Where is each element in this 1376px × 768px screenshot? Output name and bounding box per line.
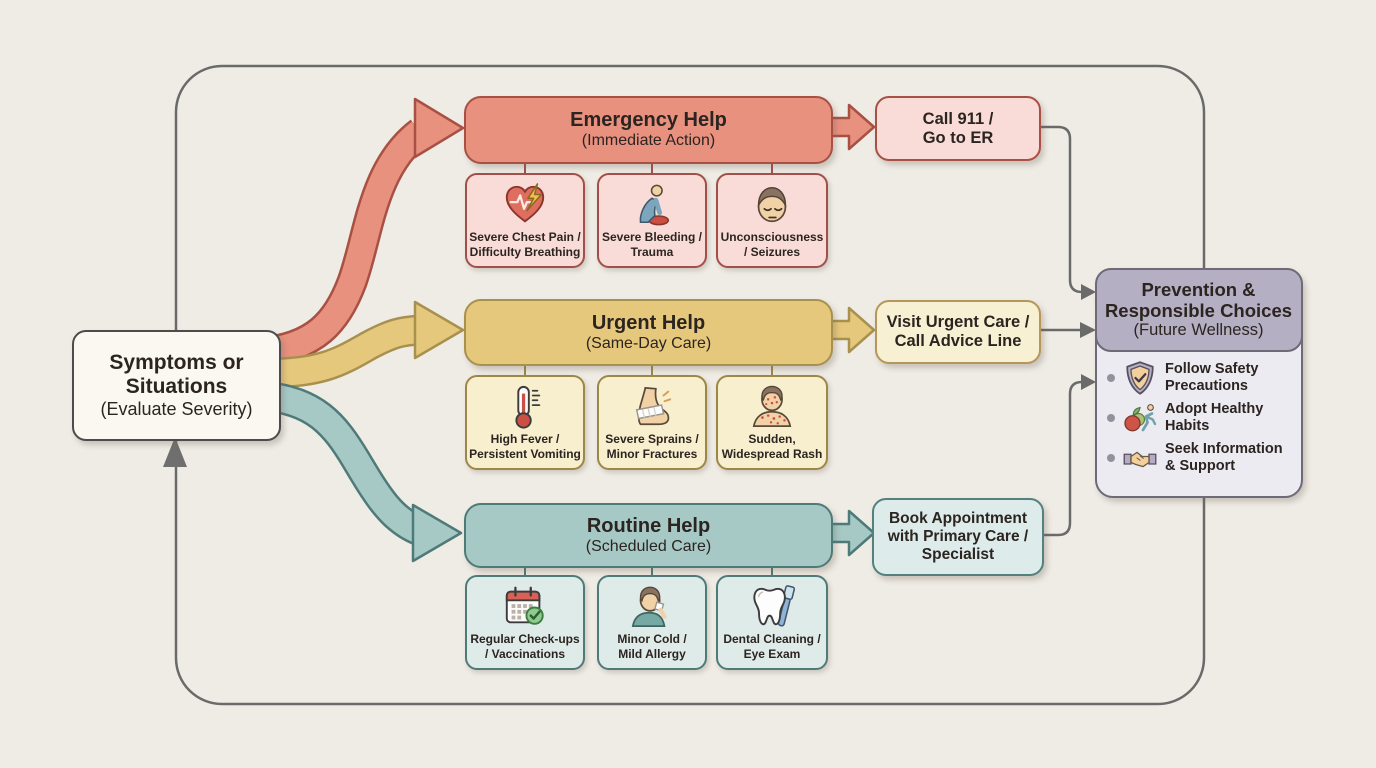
routine-action-node: Book Appointment with Primary Care / Spe… bbox=[872, 498, 1044, 576]
symptom-label: Unconsciousness / Seizures bbox=[720, 230, 824, 259]
start-subtitle: (Evaluate Severity) bbox=[100, 399, 253, 420]
prevention-title: Prevention & Responsible Choices bbox=[1104, 278, 1293, 322]
symptom-label: Severe Bleeding / Trauma bbox=[601, 230, 703, 259]
routine-branch-arrow bbox=[260, 380, 463, 563]
connector-arrowhead-icon bbox=[1080, 322, 1096, 338]
prevention-header: Prevention & Responsible Choices (Future… bbox=[1094, 267, 1303, 352]
urgent-action-node: Visit Urgent Care / Call Advice Line bbox=[875, 300, 1041, 364]
urgent-subtitle: (Same-Day Care) bbox=[585, 334, 712, 352]
cpr-bleeding-icon bbox=[639, 184, 670, 226]
symptom-card: Severe Bleeding / Trauma bbox=[597, 173, 707, 268]
symptom-label: Severe Chest Pain / Difficulty Breathing bbox=[469, 230, 581, 259]
tooth-toothbrush-icon bbox=[753, 585, 795, 627]
routine-subtitle: (Scheduled Care) bbox=[585, 537, 712, 555]
handshake-icon bbox=[1123, 451, 1157, 468]
prevention-item-label: Adopt Healthy Habits bbox=[1165, 401, 1264, 434]
symptom-label: Minor Cold / Mild Allergy bbox=[617, 632, 687, 661]
urgent-node: Urgent Help (Same-Day Care) bbox=[464, 299, 833, 366]
urgent-action-arrow bbox=[828, 306, 876, 354]
prevention-item-label: Follow Safety Precautions bbox=[1165, 361, 1259, 394]
emergency-action-arrow bbox=[828, 103, 876, 151]
symptom-label: Regular Check-ups / Vaccinations bbox=[470, 632, 580, 661]
loop-up-arrowhead-icon bbox=[163, 437, 187, 467]
unconscious-face-icon bbox=[757, 187, 787, 223]
routine-node: Routine Help (Scheduled Care) bbox=[464, 503, 833, 568]
healthy-habits-icon bbox=[1124, 404, 1157, 432]
routine-action-arrow bbox=[828, 509, 876, 557]
symptom-card: Minor Cold / Mild Allergy bbox=[597, 575, 707, 670]
prevention-item: Follow Safety Precautions bbox=[1103, 360, 1295, 396]
prevention-item: Seek Information & Support bbox=[1103, 440, 1295, 476]
emergency-node: Emergency Help (Immediate Action) bbox=[464, 96, 833, 164]
symptom-card: Severe Sprains / Minor Fractures bbox=[597, 375, 707, 470]
prevention-subtitle: (Future Wellness) bbox=[1133, 321, 1264, 340]
bullet-dot-icon bbox=[1107, 414, 1115, 422]
thermometer-icon bbox=[515, 386, 541, 429]
symptom-label: Severe Sprains / Minor Fractures bbox=[605, 432, 699, 461]
symptom-card: High Fever / Persistent Vomiting bbox=[465, 375, 585, 470]
symptom-card: Regular Check-ups / Vaccinations bbox=[465, 575, 585, 670]
prevention-node: Prevention & Responsible Choices (Future… bbox=[1094, 267, 1303, 498]
heart-lightning-icon bbox=[505, 183, 545, 223]
calendar-check-icon bbox=[505, 586, 544, 625]
sneeze-person-icon bbox=[631, 586, 667, 628]
emergency-title: Emergency Help bbox=[570, 109, 727, 132]
connector-arrowhead-icon bbox=[1081, 284, 1096, 300]
prevention-item: Adopt Healthy Habits bbox=[1103, 400, 1295, 436]
urgent-action-label: Visit Urgent Care / Call Advice Line bbox=[886, 313, 1030, 350]
routine-title: Routine Help bbox=[586, 514, 711, 537]
symptom-card: Dental Cleaning / Eye Exam bbox=[716, 575, 828, 670]
emergency-subtitle: (Immediate Action) bbox=[581, 132, 716, 150]
shield-check-icon bbox=[1126, 361, 1154, 395]
prevention-items: Follow Safety Precautions Adopt Healthy … bbox=[1097, 356, 1301, 480]
prevention-connectors bbox=[1037, 125, 1083, 537]
urgent-branch-arrow bbox=[261, 300, 465, 389]
emergency-action-label: Call 911 / Go to ER bbox=[922, 109, 994, 147]
emergency-branch-arrow bbox=[260, 97, 465, 368]
start-title: Symptoms or Situations bbox=[109, 351, 244, 399]
prevention-item-label: Seek Information & Support bbox=[1165, 441, 1283, 474]
symptom-label: Dental Cleaning / Eye Exam bbox=[723, 632, 821, 661]
emergency-action-node: Call 911 / Go to ER bbox=[875, 96, 1041, 161]
connector-arrowhead-icon bbox=[1081, 374, 1096, 390]
bullet-dot-icon bbox=[1107, 454, 1115, 462]
rash-person-icon bbox=[752, 385, 792, 428]
symptom-card: Unconsciousness / Seizures bbox=[716, 173, 828, 268]
bullet-dot-icon bbox=[1107, 374, 1115, 382]
start-node: Symptoms or Situations (Evaluate Severit… bbox=[72, 330, 281, 441]
routine-action-label: Book Appointment with Primary Care / Spe… bbox=[887, 510, 1029, 563]
symptom-card: Severe Chest Pain / Difficulty Breathing bbox=[465, 173, 585, 268]
symptom-label: Sudden, Widespread Rash bbox=[721, 432, 823, 461]
sprained-foot-icon bbox=[635, 387, 672, 426]
symptom-label: High Fever / Persistent Vomiting bbox=[469, 432, 581, 461]
urgent-title: Urgent Help bbox=[591, 311, 706, 334]
symptom-card: Sudden, Widespread Rash bbox=[716, 375, 828, 470]
